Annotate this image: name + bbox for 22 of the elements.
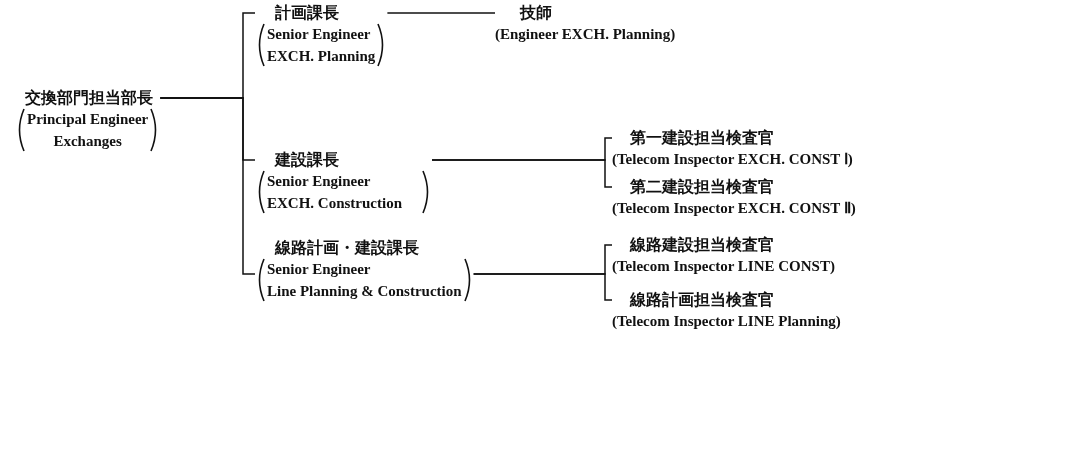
english-title: (Telecom Inspector LINE Planning) xyxy=(612,312,841,331)
job-title: 計画課長 xyxy=(275,4,339,21)
english-title: Principal Engineer Exchanges xyxy=(27,110,149,151)
job-title: 技師 xyxy=(520,4,552,21)
job-title: 建設課長 xyxy=(275,151,339,168)
job-title: 線路計画・建設課長 xyxy=(275,239,419,256)
job-title: 第二建設担当検査官 xyxy=(630,178,774,195)
english-title: (Telecom Inspector EXCH. CONST Ⅱ) xyxy=(612,199,856,218)
job-title: 線路計画担当検査官 xyxy=(630,291,774,308)
english-title: (Telecom Inspector EXCH. CONST Ⅰ) xyxy=(612,150,853,169)
english-title: Senior Engineer EXCH. Planning xyxy=(267,25,376,66)
english-title: Senior Engineer EXCH. Construction xyxy=(267,172,402,213)
english-title: (Telecom Inspector LINE CONST) xyxy=(612,257,835,276)
job-title: 交換部門担当部長 xyxy=(25,89,153,106)
job-title: 第一建設担当検査官 xyxy=(630,129,774,146)
connector-line xyxy=(431,159,613,188)
english-title: (Engineer EXCH. Planning) xyxy=(495,25,676,44)
job-title: 線路建設担当検査官 xyxy=(630,236,774,253)
connector-line xyxy=(472,273,613,301)
connector-line xyxy=(159,97,256,275)
english-title: Senior Engineer Line Planning & Construction xyxy=(267,260,462,301)
connector-line xyxy=(386,12,496,14)
